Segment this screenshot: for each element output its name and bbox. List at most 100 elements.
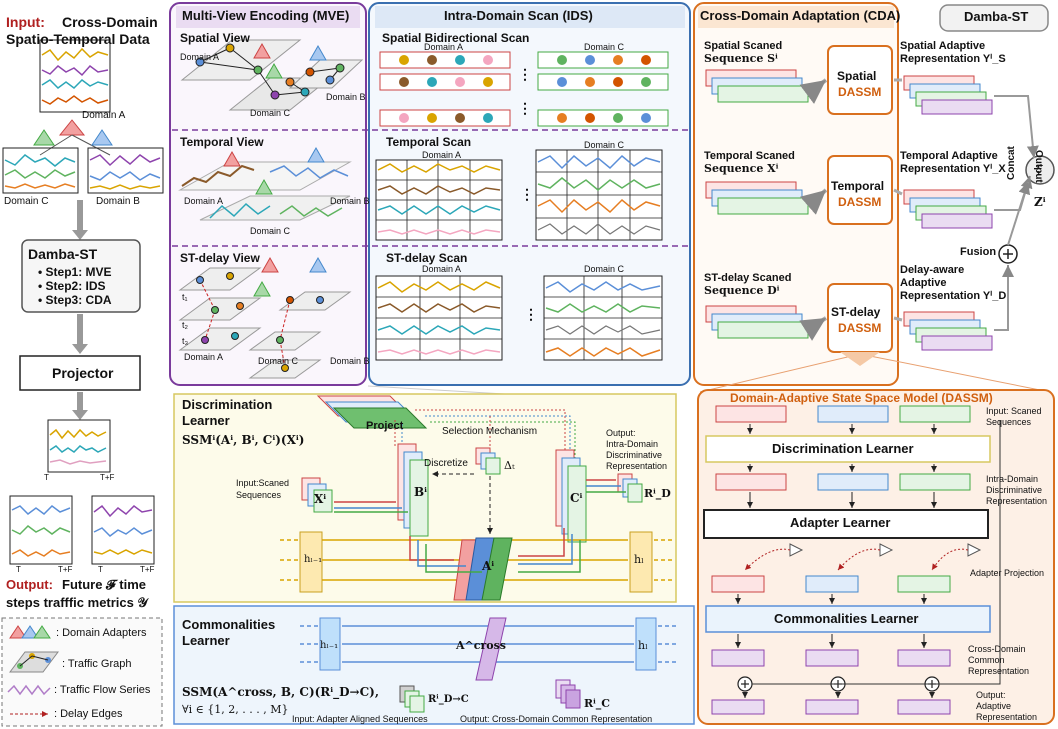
- left-domain-b: Domain B: [96, 196, 140, 207]
- comm-title-2: Learner: [182, 633, 230, 648]
- ids-domain-c-3: Domain C: [584, 264, 625, 274]
- output-text-2: steps trafffic metrics 𝒴: [6, 595, 148, 610]
- delta-label: Δₜ: [504, 459, 515, 472]
- project-label: Project: [366, 420, 404, 432]
- legend-traffic-graph: : Traffic Graph: [62, 658, 132, 670]
- mve-t2: t₂: [182, 320, 188, 330]
- discretize-label: Discretize: [424, 458, 468, 469]
- tick-tf-3: T+F: [140, 565, 155, 574]
- left-domain-c: Domain C: [4, 196, 49, 207]
- fusion-label: Fusion: [960, 246, 997, 258]
- right-delay-rep-2: Adaptive: [900, 277, 947, 289]
- cda-temporal-seq-1: Temporal Scaned: [704, 150, 795, 162]
- z-output: Zⁱ: [1034, 195, 1046, 209]
- damba-step-title: Damba-ST: [28, 246, 98, 262]
- ids-dots-4: ⋮: [524, 306, 538, 322]
- legend-delay-edges: : Delay Edges: [54, 708, 123, 720]
- right-delay-rep-1: Delay-aware: [900, 264, 965, 276]
- dassm-cross-2: Common: [968, 655, 1005, 665]
- cda-spatial-seq-1: Spatial Scaned: [704, 40, 783, 52]
- cda-spatial-box-name: Spatial: [837, 69, 877, 83]
- ids-title-band: [375, 6, 685, 28]
- cda-stdelay-seq-2: Sequence Dⁱ: [704, 284, 780, 297]
- concat-label: Concat: [1006, 146, 1017, 180]
- projector-box: Projector: [52, 365, 114, 381]
- damba-title-box: [939, 4, 1049, 32]
- cda-temporal-box-dassm: DASSM: [838, 195, 882, 209]
- mve-spatial: Spatial View: [180, 31, 250, 45]
- mve-stdelay: ST-delay View: [180, 251, 260, 265]
- comm-formula-2: ∀i ∈ {1, 2, . . . , M}: [182, 703, 289, 716]
- mve-domain-c-2: Domain C: [250, 226, 291, 236]
- rc-label: Rⁱ_C: [584, 697, 611, 710]
- dassm-intra-3: Representation: [986, 496, 1048, 506]
- mve-domain-c-1: Domain C: [250, 108, 291, 118]
- h-prev-disc: hₗ₋₁: [304, 554, 323, 565]
- dassm-out-3: Representation: [976, 712, 1038, 722]
- mve-title: Multi-View Encoding (MVE): [182, 8, 350, 23]
- mve-domain-b-3: Domain B: [330, 356, 370, 366]
- ids-temporal: Temporal Scan: [386, 135, 472, 149]
- mve-title-band: [176, 6, 360, 28]
- comm-output: Output: Cross-Domain Common Representati…: [460, 714, 653, 724]
- cda-stdelay-box-dassm: DASSM: [838, 321, 882, 335]
- legend-traffic-flow: : Traffic Flow Series: [54, 684, 151, 696]
- mve-domain-c-3: Domain C: [258, 356, 299, 366]
- tick-t-1: T: [44, 473, 49, 482]
- right-temporal-rep-1: Temporal Adaptive: [900, 150, 998, 162]
- comm-input: Input: Adapter Aligned Sequences: [292, 714, 428, 724]
- disc-formula: SSMⁱ(Aⁱ, Bⁱ, Cⁱ)(Xⁱ): [182, 433, 305, 447]
- dassm-projection: Adapter Projection: [970, 568, 1045, 578]
- dassm-comm-learner: Commonalities Learner: [774, 611, 919, 626]
- a-label: Aⁱ: [482, 559, 495, 573]
- legend-domain-adapters: : Domain Adapters: [56, 627, 147, 639]
- dassm-cross-3: Representation: [968, 666, 1030, 676]
- ids-dots-1: ⋮: [518, 66, 532, 82]
- rdc-label: Rⁱ_D→C: [428, 694, 469, 705]
- cda-temporal-box-name: Temporal: [831, 179, 885, 193]
- b-label: Bⁱ: [414, 485, 428, 499]
- comm-title-1: Commonalities: [182, 617, 276, 632]
- output-label: Output:: [6, 577, 53, 592]
- ids-domain-a-2: Domain A: [422, 150, 462, 160]
- tick-t-2: T: [16, 565, 21, 574]
- ids-dots-3: ⋮: [520, 186, 534, 202]
- comm-formula-1: SSM(A^cross, B, C)(Rⁱ_D→C),: [182, 685, 380, 699]
- ids-domain-c-2: Domain C: [584, 140, 625, 150]
- dassm-input-2: Sequences: [986, 417, 1032, 427]
- a-cross-label: A^cross: [456, 639, 506, 652]
- dassm-out-2: Adaptive: [976, 701, 1012, 711]
- mve-t3: t₃: [182, 336, 189, 346]
- rd-label: Rⁱ_D: [644, 487, 671, 500]
- dassm-adapter-learner: Adapter Learner: [790, 515, 891, 530]
- step-3: • Step3: CDA: [38, 293, 112, 307]
- mve-domain-b-1: Domain B: [326, 92, 366, 102]
- x-label: Xⁱ: [314, 492, 327, 506]
- ids-domain-a-3: Domain A: [422, 264, 462, 274]
- disc-input-1: Input:Scaned: [236, 478, 290, 488]
- mve-domain-b-2: Domain B: [330, 196, 370, 206]
- step-1: • Step1: MVE: [38, 265, 112, 279]
- mve-t1: t₁: [182, 292, 188, 302]
- disc-output-4: Representation: [606, 461, 668, 471]
- dassm-cross-1: Cross-Domain: [968, 644, 1026, 654]
- cda-stdelay-box-name: ST-delay: [831, 305, 881, 319]
- mve-domain-a-2: Domain A: [184, 196, 224, 206]
- input-text-1: Cross-Domain: [62, 14, 158, 30]
- ids-spatial: Spatial Bidirectional Scan: [382, 31, 530, 45]
- ids-stdelay: ST-delay Scan: [386, 251, 468, 265]
- dassm-input-1: Input: Scaned: [986, 406, 1042, 416]
- left-domain-a: Domain A: [82, 110, 126, 121]
- h-disc: hₗ: [634, 553, 644, 566]
- h-comm: hₗ: [638, 639, 648, 652]
- dassm-out-1: Output:: [976, 690, 1006, 700]
- selection-label: Selection Mechanism: [442, 426, 538, 437]
- disc-title-2: Learner: [182, 413, 230, 428]
- dassm-intra-1: Intra-Domain: [986, 474, 1039, 484]
- cda-title-band: [698, 6, 894, 28]
- ids-title: Intra-Domain Scan (IDS): [444, 8, 593, 23]
- cda-spatial-seq-2: Sequence Sⁱ: [704, 52, 778, 65]
- c-label: Cⁱ: [570, 491, 583, 505]
